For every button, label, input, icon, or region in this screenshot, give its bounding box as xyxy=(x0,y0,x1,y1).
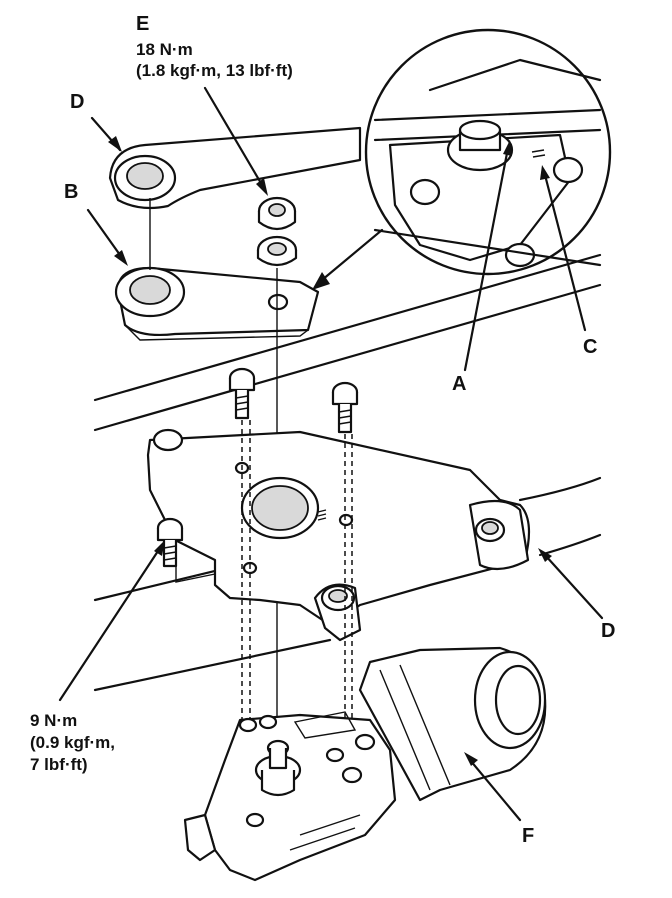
torque-e-converted: (1.8 kgf·m, 13 lbf·ft) xyxy=(136,61,293,80)
torque-bolts-converted-1: (0.9 kgf·m, xyxy=(30,733,116,752)
label-c: C xyxy=(583,336,598,358)
torque-bolts-converted-2: 7 lbf·ft) xyxy=(30,755,88,774)
bolt-upper-right xyxy=(331,381,359,434)
label-f: F xyxy=(522,825,535,847)
bolt-left xyxy=(156,517,184,568)
wiper-motor xyxy=(183,646,547,882)
label-d-top: D xyxy=(70,91,85,113)
bolt-upper-left xyxy=(228,367,256,420)
mounting-bracket xyxy=(146,428,531,642)
torque-bolts-value: 9 N·m xyxy=(30,711,78,730)
nut-and-washer xyxy=(256,196,298,267)
torque-e-value: 18 N·m xyxy=(136,40,193,59)
label-a: A xyxy=(452,373,467,395)
label-b: B xyxy=(64,181,79,203)
label-d-bottom: D xyxy=(601,620,616,642)
label-e: E xyxy=(136,13,150,35)
linkage-rod-upper xyxy=(108,126,362,210)
crank-arm xyxy=(114,266,320,341)
detail-inset xyxy=(364,28,612,276)
leader-lines xyxy=(58,86,604,822)
